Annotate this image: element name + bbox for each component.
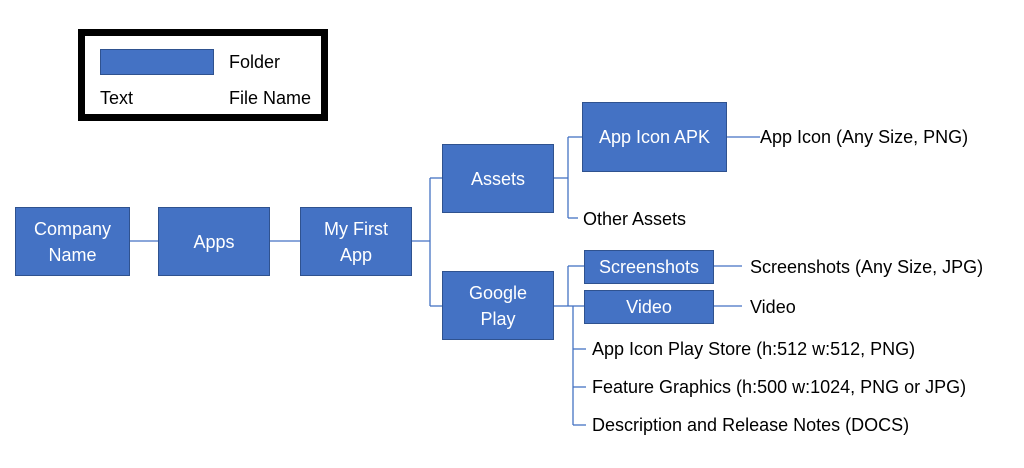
folder-screenshots[interactable]: Screenshots [584,250,714,284]
legend-file-label: File Name [229,88,312,108]
file-app-icon: App Icon (Any Size, PNG) [760,127,969,147]
legend-folder-swatch [100,49,214,75]
file-video: Video [750,297,796,317]
legend-box [78,29,328,121]
file-screenshots: Screenshots (Any Size, JPG) [750,257,984,277]
folder-assets[interactable]: Assets [442,144,554,213]
file-app-icon-play-store: App Icon Play Store (h:512 w:512, PNG) [592,339,916,359]
file-description-release-notes: Description and Release Notes (DOCS) [592,415,910,435]
folder-app-icon-apk[interactable]: App Icon APK [582,102,727,172]
file-other-assets: Other Assets [583,209,687,229]
folder-my-first-app[interactable]: My First App [300,207,412,276]
file-feature-graphics: Feature Graphics (h:500 w:1024, PNG or J… [592,377,967,397]
folder-google-play[interactable]: Google Play [442,271,554,340]
folder-company-name[interactable]: Company Name [15,207,130,276]
legend-text-label: Text [100,88,134,108]
folder-video[interactable]: Video [584,290,714,324]
folder-apps[interactable]: Apps [158,207,270,276]
legend-folder-label: Folder [229,52,281,72]
